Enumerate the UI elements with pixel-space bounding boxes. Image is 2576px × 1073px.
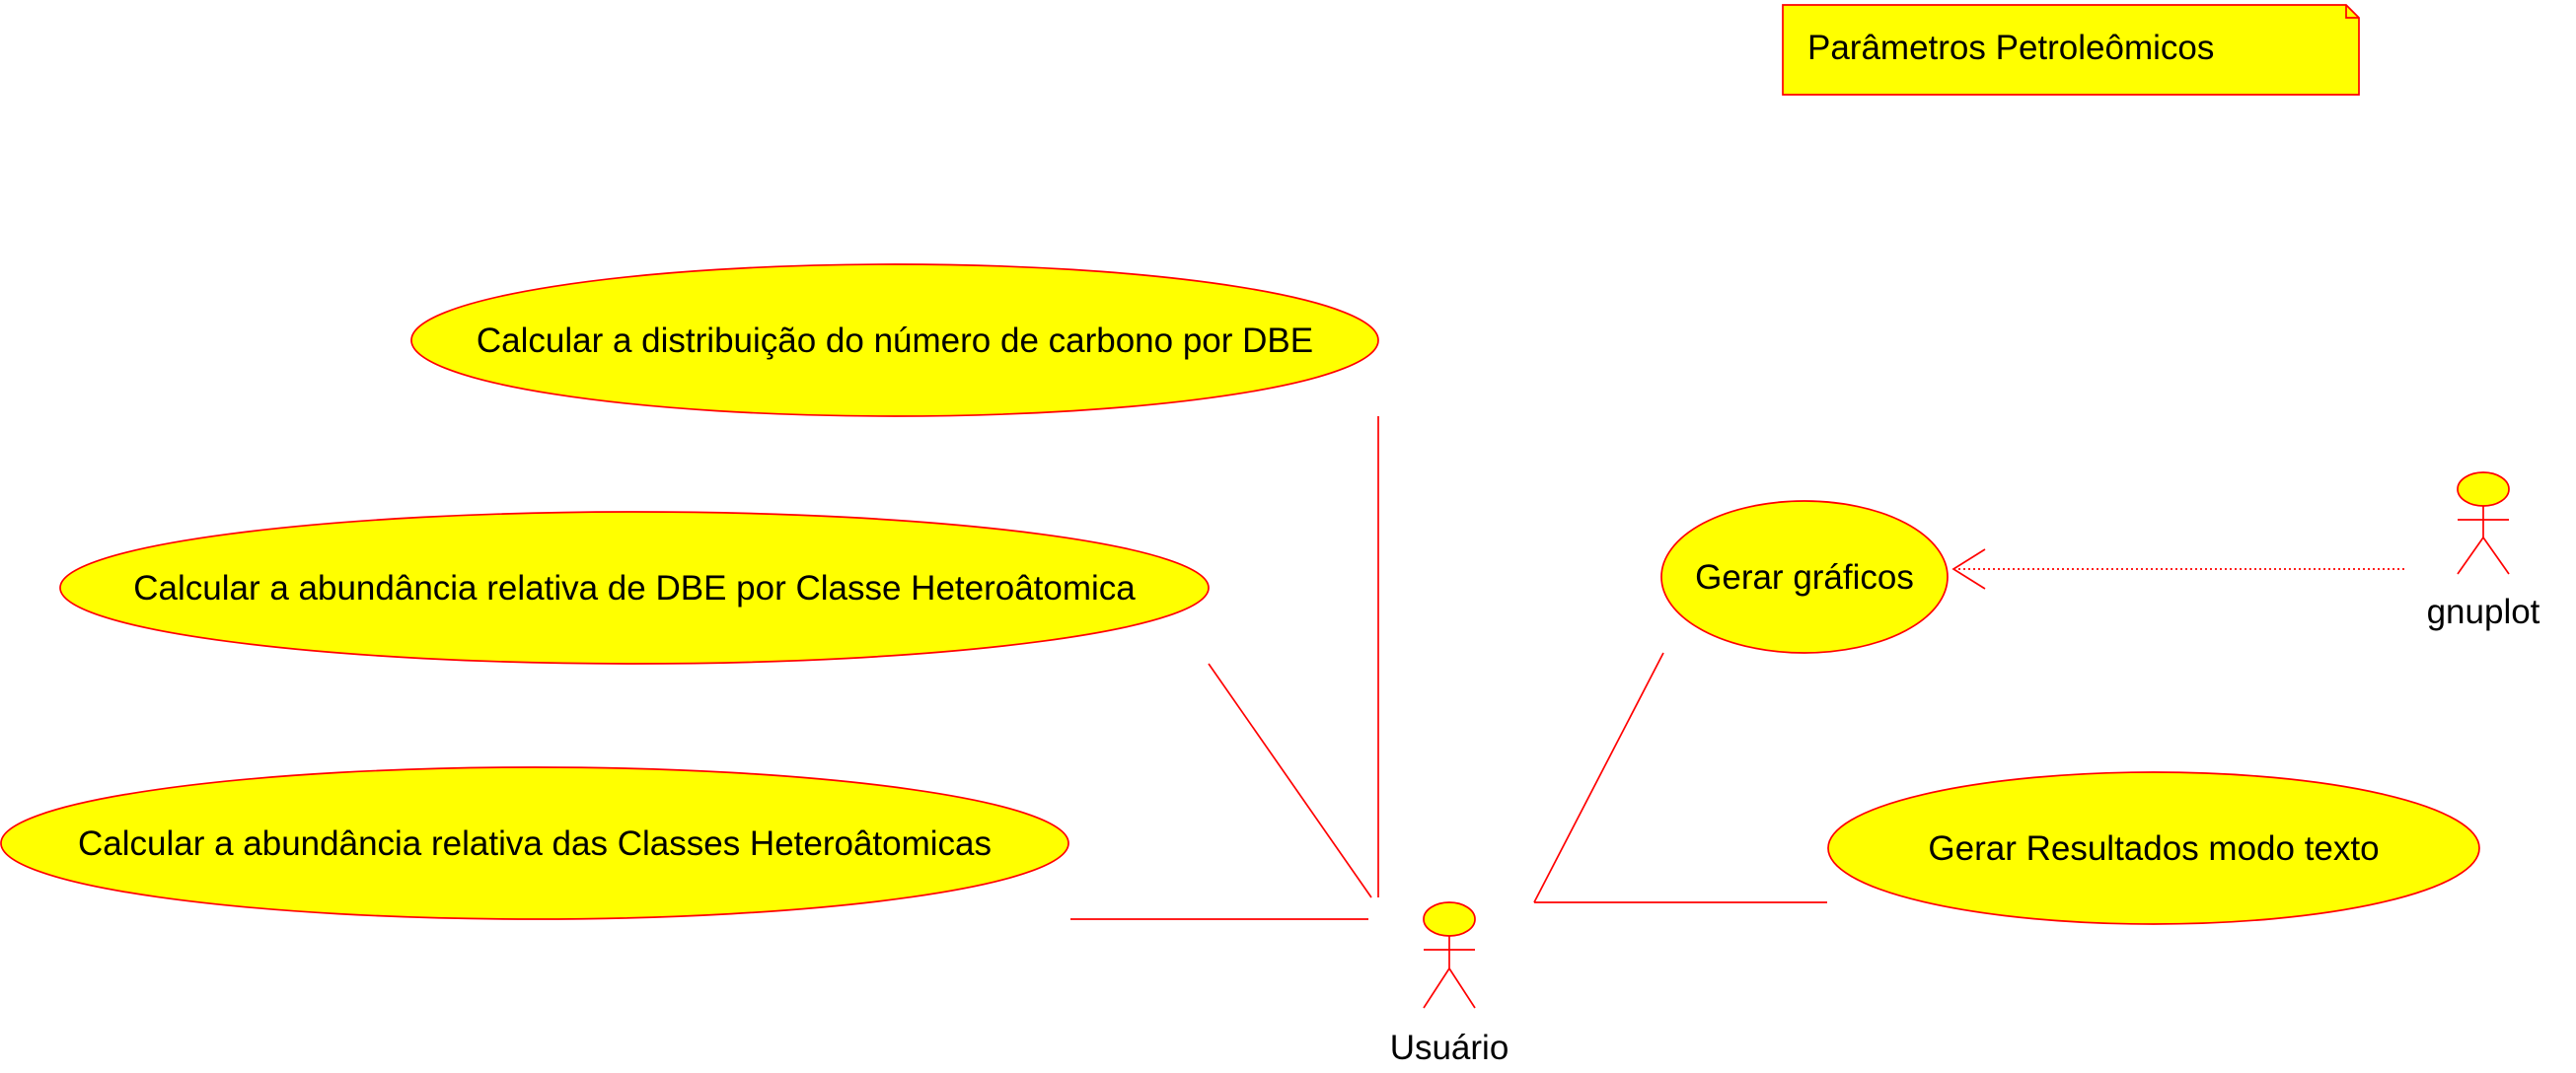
usecase-label: Calcular a abundância relativa de DBE po… xyxy=(133,569,1136,608)
note-fold xyxy=(2345,5,2359,19)
usecase-shape xyxy=(1660,500,1949,654)
actor-label: Usuário xyxy=(1390,1029,1509,1067)
usecase-shape xyxy=(410,263,1379,417)
usecase-generate-charts[interactable]: Gerar gráficos xyxy=(1660,500,1949,654)
actor-gnuplot[interactable]: gnuplot xyxy=(2427,471,2540,631)
note-shape xyxy=(1782,4,2360,96)
actor-left-leg xyxy=(1423,967,1450,1009)
actor-left-leg xyxy=(2457,536,2484,575)
actor-head xyxy=(1423,901,1476,937)
note-parametros-petroleomicos[interactable]: Parâmetros Petroleômicos xyxy=(1782,4,2360,96)
usecase-carbon-distribution[interactable]: Calcular a distribuição do número de car… xyxy=(410,263,1379,417)
actor-head xyxy=(2457,471,2510,507)
usecase-generate-text-results[interactable]: Gerar Resultados modo texto xyxy=(1827,771,2480,925)
dependency-arrowhead xyxy=(1951,548,1986,590)
actor-label: gnuplot xyxy=(2427,593,2540,631)
assoc-user-dbe-abundance xyxy=(1208,663,1372,898)
usecase-dbe-abundance[interactable]: Calcular a abundância relativa de DBE po… xyxy=(59,511,1210,665)
usecase-shape xyxy=(1827,771,2480,925)
assoc-user-generate-charts xyxy=(1533,652,1664,903)
note-text: Parâmetros Petroleômicos xyxy=(1807,29,2214,67)
actor-usuario[interactable]: Usuário xyxy=(1390,901,1509,1067)
usecase-shape xyxy=(59,511,1210,665)
usecase-label: Gerar Resultados modo texto xyxy=(1928,829,2379,868)
usecase-class-abundance[interactable]: Calcular a abundância relativa das Class… xyxy=(0,766,1069,920)
usecase-label: Calcular a abundância relativa das Class… xyxy=(78,824,992,863)
actor-right-leg xyxy=(1448,967,1476,1009)
usecase-shape xyxy=(0,766,1069,920)
usecase-label: Gerar gráficos xyxy=(1695,558,1914,597)
actor-right-leg xyxy=(2482,536,2510,575)
usecase-label: Calcular a distribuição do número de car… xyxy=(477,322,1313,360)
